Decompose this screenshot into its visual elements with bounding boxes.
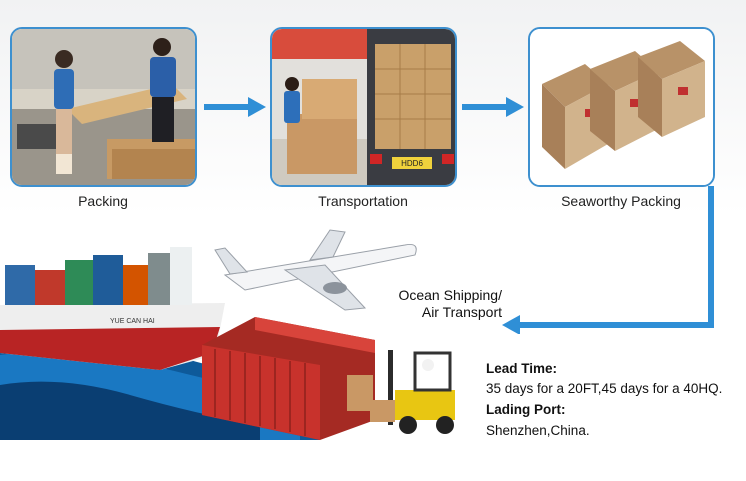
lead-time-value: 35 days for a 20FT,45 days for a 40HQ. <box>486 381 723 396</box>
lading-port-value: Shenzhen,China. <box>486 423 590 438</box>
truck-plate: HDD6 <box>401 159 423 168</box>
shipping-illustration: YUE CAN HAI <box>0 229 455 440</box>
arrow-right-icon <box>462 97 524 117</box>
arrow-return-icon <box>502 186 714 334</box>
lead-time-title: Lead Time: <box>486 361 558 376</box>
arrow-right-icon <box>204 97 266 117</box>
step-label-packing: Packing <box>78 193 128 209</box>
transportation-photo: HDD6 <box>270 27 457 187</box>
packing-photo <box>10 27 197 187</box>
step-label-seaworthy-packing: Seaworthy Packing <box>561 193 681 209</box>
step-label-transportation: Transportation <box>318 193 408 209</box>
lading-port-title: Lading Port: <box>486 402 566 417</box>
transport-caption-line2: Air Transport <box>421 304 502 320</box>
seaworthy-packing-photo <box>528 27 715 187</box>
ship-name: YUE CAN HAI <box>110 318 155 325</box>
transport-caption-line1: Ocean Shipping/ <box>398 287 502 303</box>
